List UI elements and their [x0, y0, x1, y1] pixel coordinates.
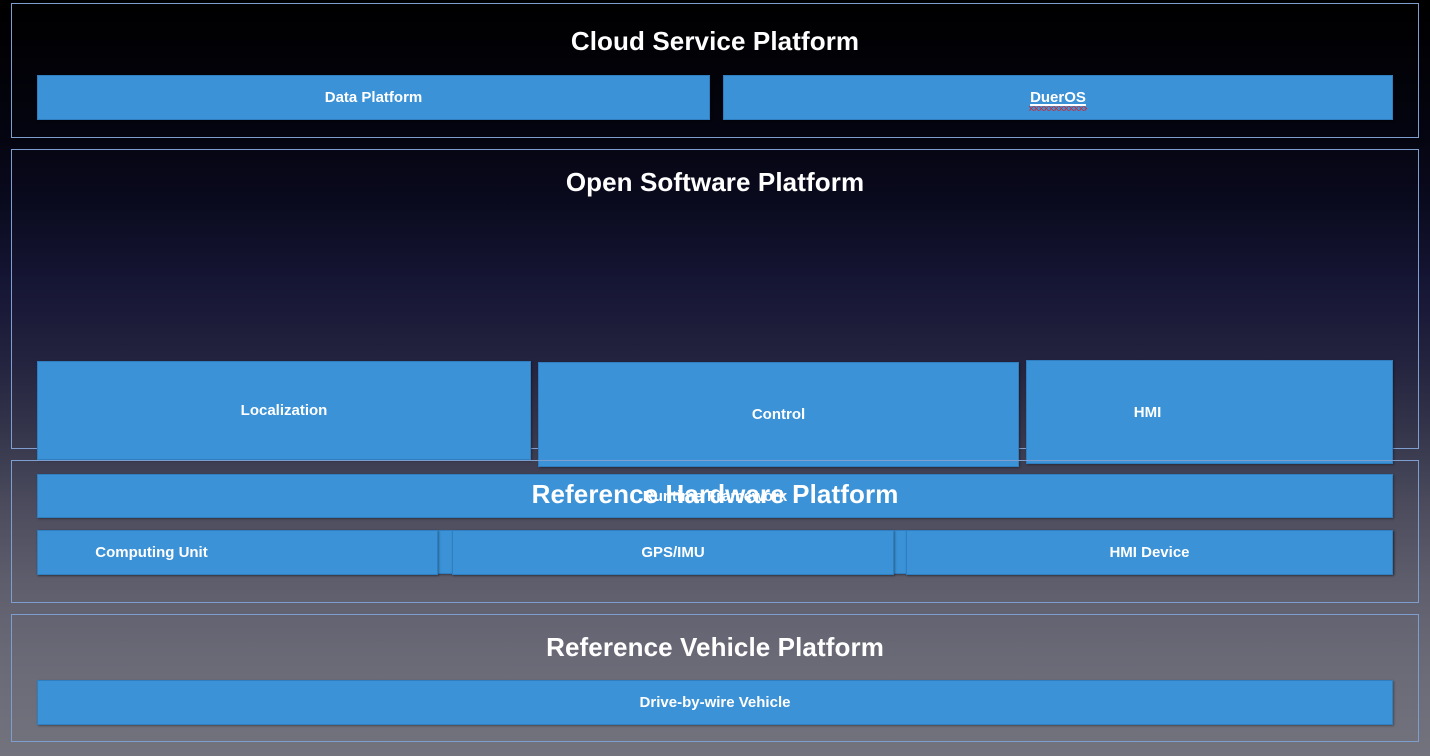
tile-gps-imu[interactable]: GPS/IMU: [452, 530, 894, 575]
platform-stack: Cloud Service Platform Data Platform Due…: [11, 3, 1419, 742]
tile-label-gps-imu: GPS/IMU: [641, 544, 705, 561]
tile-computing-unit[interactable]: Computing Unit: [37, 530, 438, 575]
tile-label-localization: Localization: [240, 402, 328, 419]
tile-label-control: Control: [751, 406, 806, 423]
section-title-reference-hardware-platform: Reference Hardware Platform: [531, 479, 899, 509]
tile-label-hmi: HMI: [1133, 403, 1162, 421]
tile-dueros[interactable]: DuerOS: [723, 75, 1393, 120]
cloud-tile-row: Data Platform DuerOS: [12, 75, 1418, 120]
tile-label-hmi-device: HMI Device: [1109, 544, 1190, 561]
tile-hmi-device[interactable]: HMI Device: [906, 530, 1393, 575]
section-title-cloud-service-platform: Cloud Service Platform: [570, 26, 860, 56]
tile-label-data-platform: Data Platform: [324, 89, 423, 106]
tile-label-dueros: DuerOS: [1029, 89, 1087, 111]
section-cloud-service-platform: Cloud Service Platform Data Platform Due…: [11, 3, 1419, 138]
tile-data-platform[interactable]: Data Platform: [37, 75, 710, 120]
tile-control[interactable]: Control: [538, 362, 1019, 467]
tile-label-computing-unit: Computing Unit: [95, 544, 208, 561]
tile-localization[interactable]: Localization: [37, 361, 531, 460]
section-reference-hardware-platform: Reference Hardware Platform Computing Un…: [11, 460, 1419, 603]
section-title-open-software-platform: Open Software Platform: [565, 167, 865, 197]
section-open-software-platform: Open Software Platform Localization Cont…: [11, 149, 1419, 574]
tile-label-drive-by-wire-vehicle: Drive-by-wire Vehicle: [639, 694, 791, 711]
section-reference-vehicle-platform: Reference Vehicle Platform Drive-by-wire…: [11, 614, 1419, 742]
tile-hmi[interactable]: HMI: [1026, 360, 1393, 464]
tile-drive-by-wire-vehicle[interactable]: Drive-by-wire Vehicle: [37, 680, 1393, 725]
section-title-reference-vehicle-platform: Reference Vehicle Platform: [546, 632, 884, 662]
